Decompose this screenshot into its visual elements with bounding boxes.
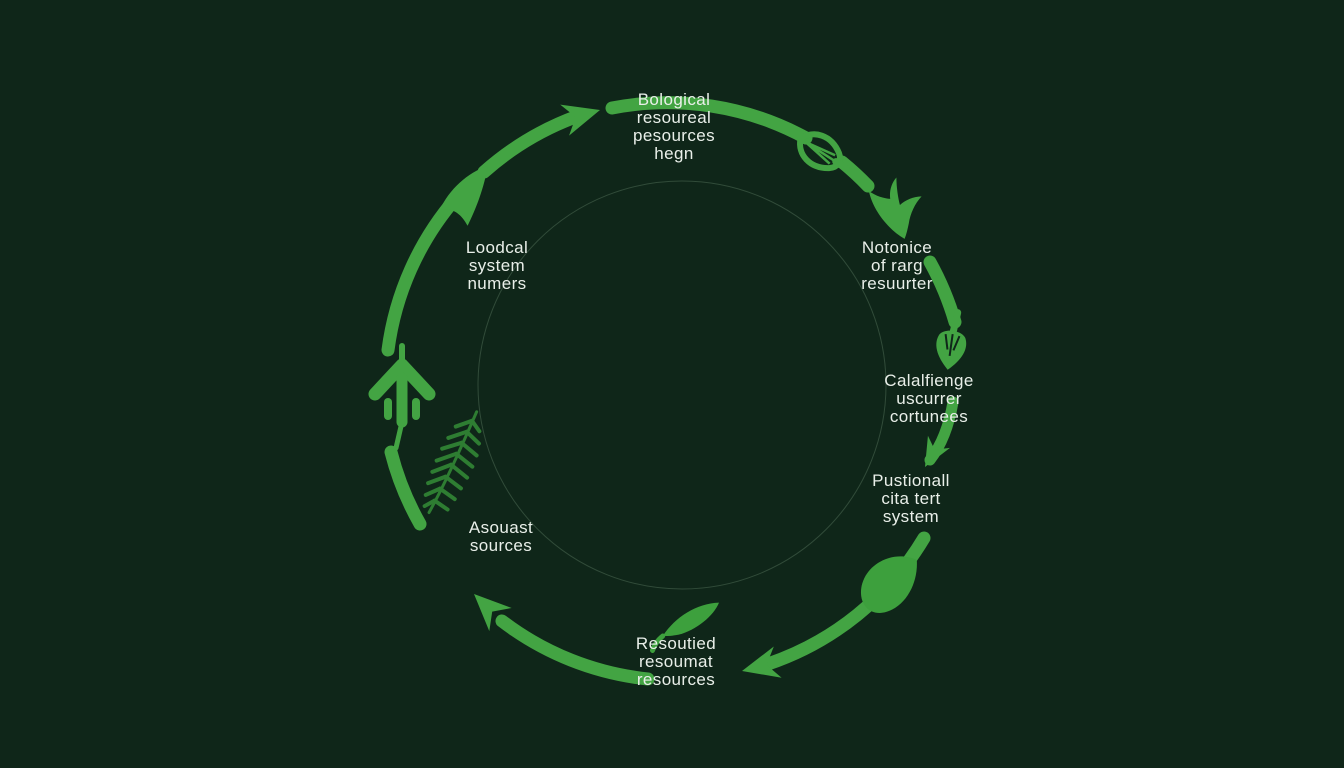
label-line: Loodcal	[465, 237, 529, 257]
label-bottom: Resoutied resoumat resources	[635, 633, 717, 690]
curved-arrow-icon	[925, 435, 950, 467]
label-top: Bological resoureal pesources hegn	[632, 89, 716, 164]
label-line: cortunees	[889, 407, 969, 427]
label-line: numers	[467, 274, 527, 294]
label-line: hegn	[654, 144, 694, 164]
cycle-arc-segment	[923, 255, 962, 329]
arrowhead-left-icon	[742, 646, 782, 678]
fern-leaf-icon	[422, 410, 482, 515]
cycle-arc-segment	[477, 109, 585, 179]
label-line: Bological	[637, 89, 711, 109]
label-left-upper: Loodcal system numers	[465, 237, 529, 294]
label-line: resources	[636, 670, 716, 690]
arrowhead-upleft-icon	[474, 594, 512, 632]
label-line: uscurrer	[896, 388, 962, 408]
inner-circle	[477, 180, 887, 590]
label-line: system	[882, 507, 940, 527]
label-line: resoumat	[638, 651, 714, 671]
label-line: resuurter	[861, 274, 933, 294]
sprout-loop-icon	[797, 131, 850, 172]
tree-up-arrow-icon	[368, 343, 436, 451]
label-right-upper: Notonice of rarg resuurter	[861, 237, 933, 294]
leaf-arrowhead-icon	[439, 165, 488, 226]
bud-leaf-icon	[936, 309, 967, 370]
label-line: cita tert	[881, 488, 941, 508]
label-line: Pustionall	[872, 470, 950, 490]
label-left-lower: Asouast sources	[468, 517, 534, 555]
label-line: Calalfienge	[884, 370, 974, 390]
arrowhead-right-icon	[560, 104, 600, 136]
label-right: Calalfienge uscurrer cortunees	[884, 370, 974, 427]
cycle-arc-segment	[495, 614, 655, 686]
solid-leaf-icon	[860, 556, 917, 613]
label-right-lower: Pustionall cita tert system	[872, 470, 950, 527]
sprig-leaf-icon	[650, 602, 720, 653]
claw-arrowhead-icon	[868, 177, 922, 239]
cycle-arc-segment	[605, 96, 813, 145]
label-line: Resoutied	[635, 633, 717, 653]
label-line: Notonice	[861, 237, 933, 257]
cycle-arc-segment	[381, 191, 463, 357]
label-line: sources	[469, 536, 533, 555]
label-line: system	[468, 255, 526, 275]
label-line: resoureal	[636, 107, 712, 127]
cycle-arc-segment	[384, 445, 427, 531]
label-line: of rarg	[871, 255, 923, 275]
label-line: pesources	[632, 126, 716, 145]
label-line: Asouast	[468, 517, 534, 537]
